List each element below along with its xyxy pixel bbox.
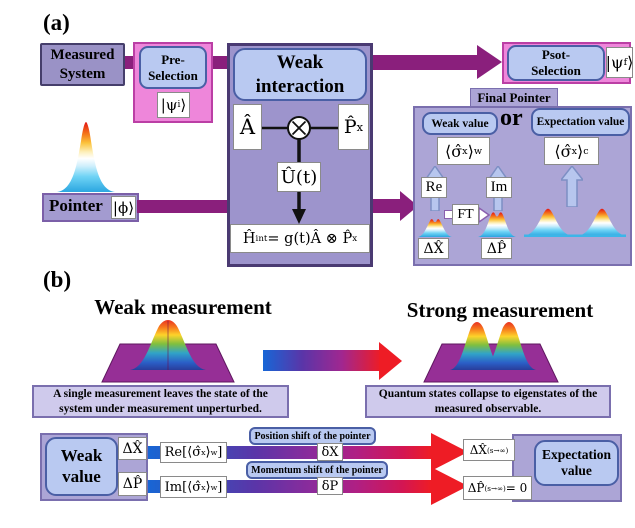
final-pointer-tab: Final Pointer <box>470 88 558 107</box>
delta-x-gaussian <box>418 219 452 237</box>
re-label: Re <box>421 177 447 198</box>
expectation-up-arrow <box>561 166 583 207</box>
panel-a-label: (a) <box>43 10 70 35</box>
or-label: or <box>500 105 523 131</box>
transition-arrow-shaft <box>263 350 381 371</box>
pre-selection-title: Pre- Selection <box>139 46 207 89</box>
operator-p-box: P̂x <box>338 104 369 150</box>
unitary-evolution-box: Û(t) <box>277 162 321 192</box>
im-label: Im <box>486 177 512 198</box>
position-red-arrow-head <box>431 433 468 471</box>
im-sigma-box: Im[⟨σ̂x⟩w] <box>160 476 227 498</box>
collapsed-gaussian-pair <box>524 208 626 237</box>
ft-arrow-head <box>479 207 490 223</box>
strong-measurement-3d <box>423 322 559 383</box>
weak-value-big-chip: Weak value <box>45 437 118 496</box>
arrow-weak-to-finalpointer-shaft <box>373 199 402 213</box>
re-sigma-box: Re[⟨σ̂x⟩w] <box>160 442 227 463</box>
delta-p-small-box: ΔP̂ <box>118 472 147 496</box>
operator-a-box: Â <box>233 104 262 150</box>
weak-measurement-caption: A single measurement leaves the state of… <box>32 385 289 418</box>
delta-p-infinity-box: ΔP̂(s→∞) = 0 <box>463 476 532 500</box>
strong-measurement-caption: Quantum states collapse to eigenstates o… <box>365 385 611 418</box>
expectation-value-big-chip: Expectation value <box>534 440 619 486</box>
weak-interaction-title: Weak interaction <box>233 48 367 101</box>
delta-p-shift-box: δP <box>317 477 343 495</box>
delta-p-gaussian <box>478 212 516 237</box>
arrow-weak-to-postselection-shaft <box>373 55 478 70</box>
connector-preselection-weak <box>209 56 229 69</box>
momentum-red-arrow-head <box>431 467 468 505</box>
delta-p-box: ΔP̂ <box>481 238 512 259</box>
delta-x-infinity-box: ΔX̂(s→∞) <box>463 439 515 461</box>
phi-state: |ϕ⟩ <box>111 196 136 219</box>
weak-value-chip: Weak value <box>422 112 498 135</box>
panel-b-label: (b) <box>43 267 72 292</box>
connector-pointer-weak <box>137 200 227 213</box>
ft-label: FT <box>452 204 479 225</box>
position-shift-label: Position shift of the pointer <box>249 427 376 445</box>
measured-system-box: Measured System <box>40 43 125 86</box>
sigma-classical-box: ⟨σ̂x⟩c <box>544 137 599 165</box>
connector-measured-preselection <box>122 56 136 69</box>
pointer-gaussian <box>57 122 115 192</box>
delta-x-shift-box: δX <box>317 443 343 461</box>
weak-measurement-3d <box>101 320 235 383</box>
strong-measurement-title: Strong measurement <box>406 298 594 322</box>
sigma-weak-box: ⟨σ̂x⟩w <box>437 137 490 165</box>
arrow-weak-to-postselection-head <box>477 45 502 79</box>
delta-x-box: ΔX̂ <box>418 238 449 259</box>
delta-x-small-box: ΔX̂ <box>118 437 147 460</box>
expectation-value-chip: Expectation value <box>531 108 630 136</box>
transition-arrow-head <box>379 342 402 380</box>
post-selection-title: Psot- Selection <box>507 45 605 81</box>
pointer-label: Pointer <box>49 196 103 215</box>
weak-measurement-title: Weak measurement <box>94 295 272 319</box>
